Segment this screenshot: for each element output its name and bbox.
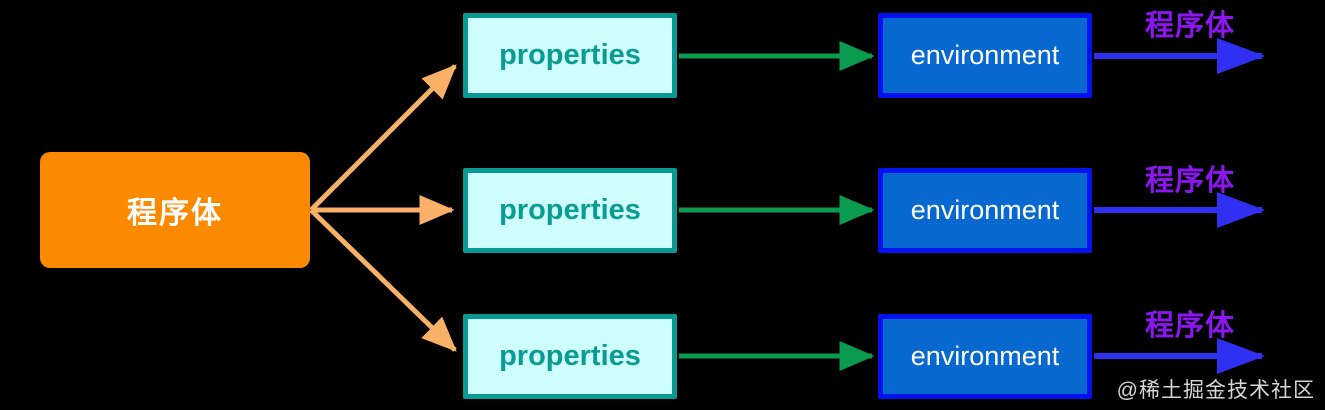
properties-label: properties <box>499 39 641 71</box>
properties-label: properties <box>499 194 641 226</box>
properties-box-1: properties <box>463 13 677 98</box>
environment-box-1: environment <box>878 13 1092 98</box>
watermark: @稀土掘金技术社区 <box>1116 379 1315 402</box>
source-box: 程序体 <box>40 152 310 268</box>
properties-label: properties <box>499 340 641 372</box>
environment-box-2: environment <box>878 168 1092 253</box>
output-label-1: 程序体 <box>1144 10 1235 42</box>
environment-box-3: environment <box>878 314 1092 399</box>
properties-box-2: properties <box>463 168 677 253</box>
properties-box-3: properties <box>463 314 677 399</box>
fan-arrow-1 <box>309 64 457 212</box>
source-box-label: 程序体 <box>127 197 223 230</box>
environment-label: environment <box>910 195 1060 225</box>
environment-label: environment <box>910 40 1060 70</box>
fan-arrow-3 <box>309 208 457 352</box>
output-label-2: 程序体 <box>1144 165 1235 197</box>
environment-label: environment <box>910 341 1060 371</box>
output-label-3: 程序体 <box>1144 310 1235 342</box>
